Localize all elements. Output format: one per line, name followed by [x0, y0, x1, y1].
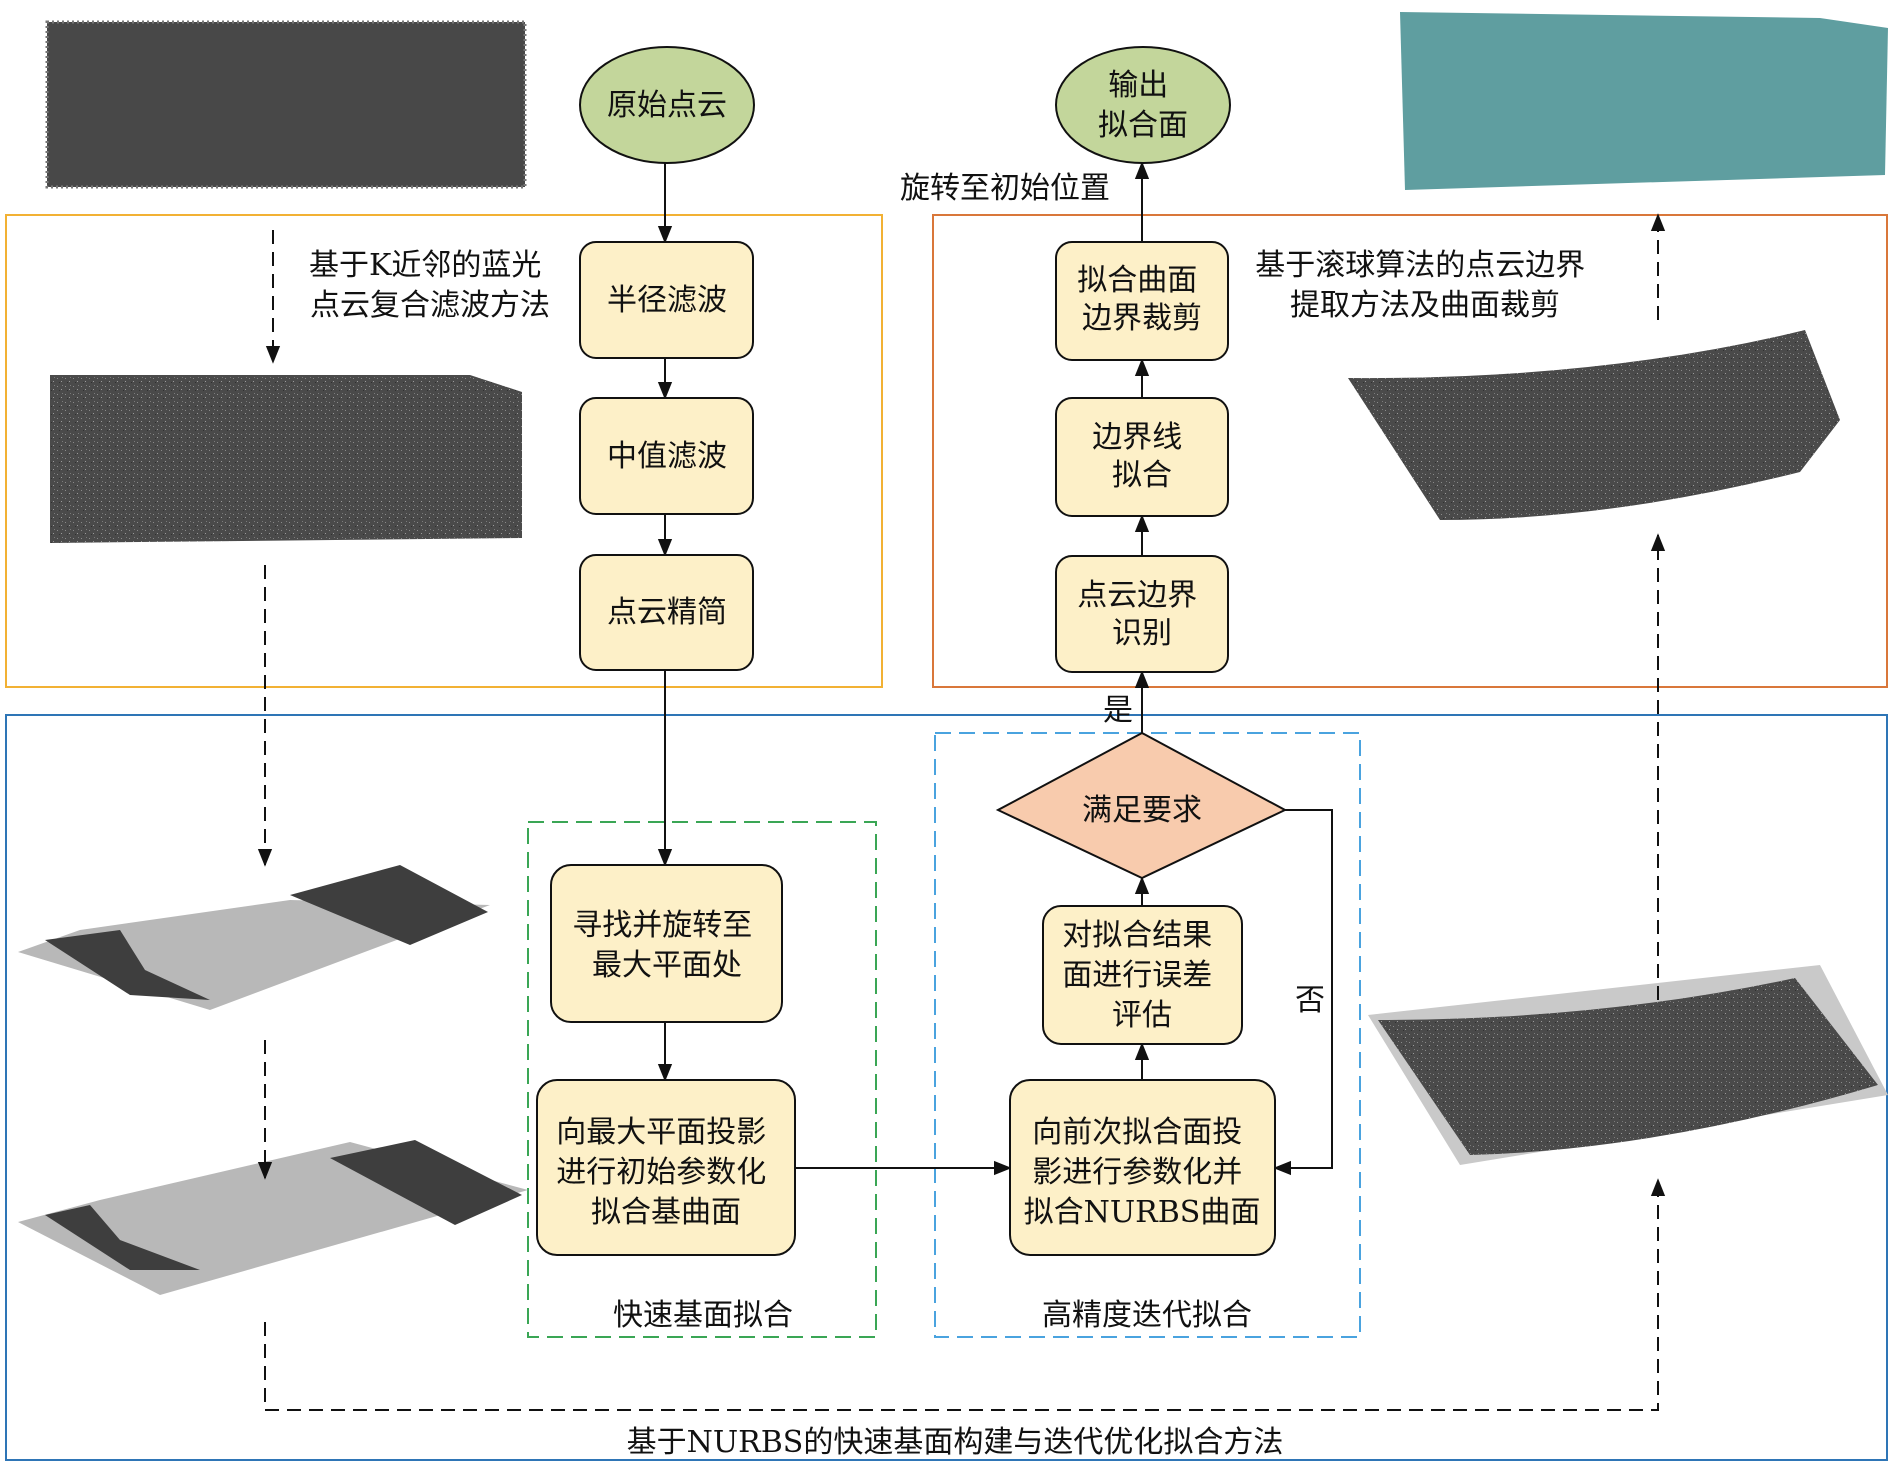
filter-group-frame: [5, 214, 883, 688]
evaluate-node: [1042, 905, 1243, 1045]
evaluate-label: 对拟合结果 面进行误差 评估: [1062, 918, 1222, 1033]
filter-method-label: 基于K近邻的蓝光 点云复合滤波方法: [309, 248, 551, 323]
arrow-decision-no-loop: [1273, 809, 1333, 1176]
iterative-fit-label: 高精度迭代拟合: [1042, 1298, 1252, 1333]
boundary-detect-node: [1055, 555, 1229, 673]
fast-fit-label: 快速基面拟合: [613, 1298, 793, 1333]
project-prev-node: [1009, 1079, 1276, 1256]
project-initial-node: [536, 1079, 796, 1256]
project-prev-label: 向前次拟合面投 影进行参数化并 拟合NURBS曲面: [1024, 1115, 1261, 1230]
filtered-pointcloud-image: [50, 375, 522, 543]
rotated-plane-image-dark: [45, 865, 488, 1000]
radius-filter-node: [579, 241, 754, 359]
simplify-label: 点云精简: [607, 595, 727, 630]
decision-label: 满足要求: [1082, 793, 1202, 828]
dashed-line-bottom-return: [264, 1178, 1666, 1411]
iterative-fit-frame: [934, 732, 1361, 1338]
start-node-shape: [579, 46, 755, 164]
trimmed-pointcloud-image: [1348, 330, 1840, 520]
nurbs-fit-image-dark: [1378, 978, 1878, 1155]
boundary-method-label: 基于滚球算法的点云边界 提取方法及曲面裁剪: [1255, 248, 1595, 323]
trim-node: [1055, 241, 1229, 361]
rotate-back-label: 旋转至初始位置: [900, 171, 1110, 206]
raw-pointcloud-image: [45, 20, 527, 189]
boundary-fit-label: 边界线 拟合: [1092, 420, 1192, 493]
radius-filter-label: 半径滤波: [607, 283, 727, 318]
find-rotate-node: [550, 864, 783, 1023]
simplify-node: [579, 554, 754, 671]
output-node-shape: [1055, 46, 1231, 164]
boundary-detect-label: 点云边界 识别: [1077, 578, 1207, 651]
trim-label: 拟合曲面 边界裁剪: [1077, 263, 1207, 336]
fast-fit-frame: [527, 821, 877, 1338]
output-node-label: 输出 拟合面: [1098, 68, 1188, 143]
projected-plane-image-dark: [45, 1140, 522, 1270]
fitted-surface-teal-image: [1400, 12, 1888, 190]
main-method-frame: [5, 714, 1888, 1461]
boundary-group-frame: [932, 214, 1888, 688]
yes-label: 是: [1103, 693, 1133, 728]
no-label: 否: [1295, 983, 1325, 1018]
find-rotate-label: 寻找并旋转至 最大平面处: [572, 908, 762, 983]
overall-method-label: 基于NURBS的快速基面构建与迭代优化拟合方法: [627, 1425, 1284, 1460]
median-filter-label: 中值滤波: [607, 439, 727, 474]
project-initial-label: 向最大平面投影 进行初始参数化 拟合基曲面: [556, 1115, 776, 1230]
boundary-fit-node: [1055, 397, 1229, 517]
median-filter-node: [579, 397, 754, 515]
decision-node: [995, 731, 1288, 880]
start-node-label: 原始点云: [607, 88, 727, 123]
